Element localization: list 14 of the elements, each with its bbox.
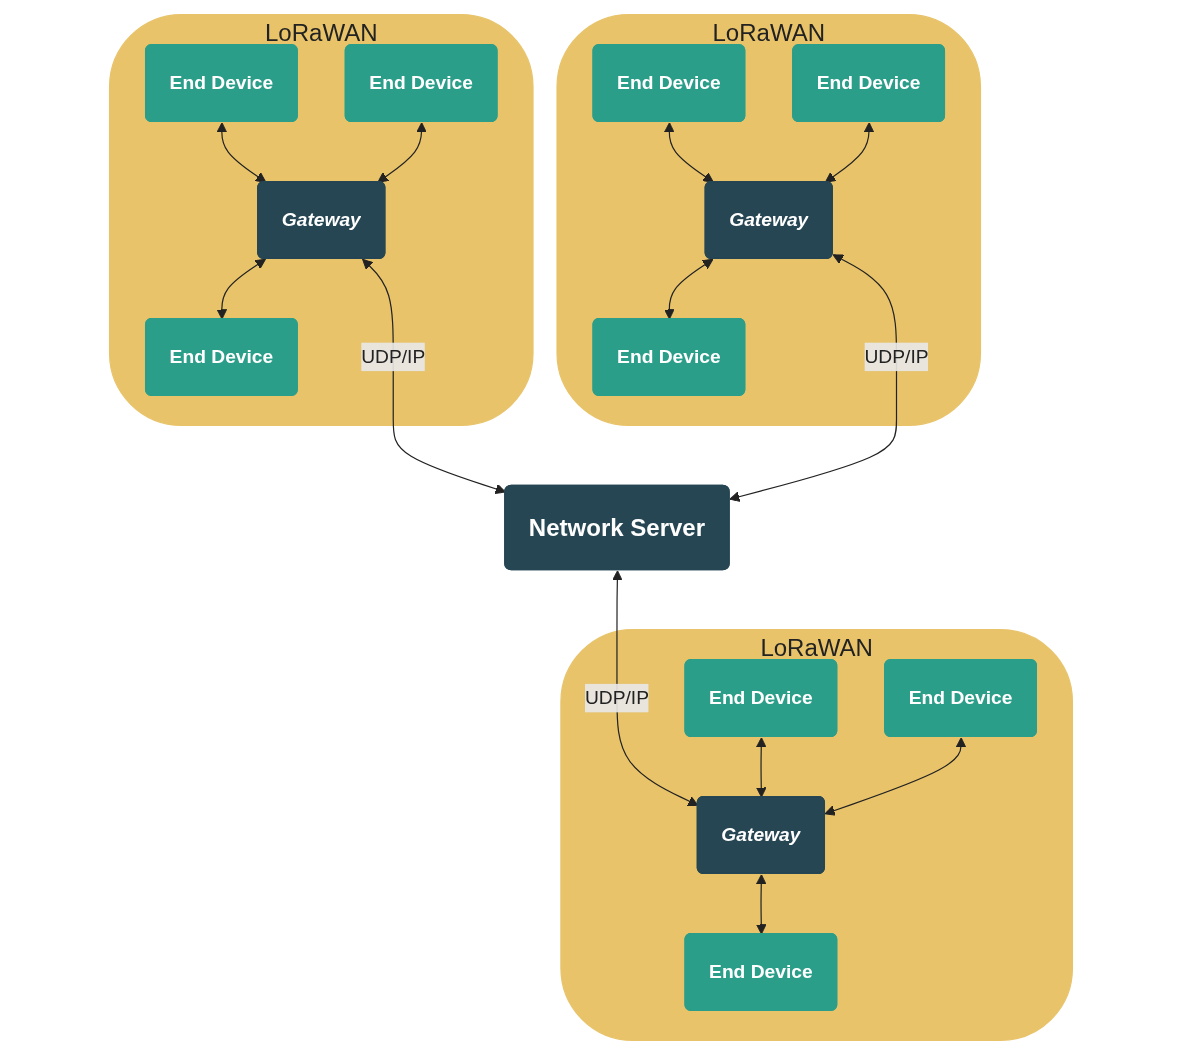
arrow <box>824 122 875 183</box>
arrow <box>664 122 714 183</box>
edge-label: UDP/IP <box>361 346 426 367</box>
arrow <box>729 254 898 502</box>
edge-label: UDP/IP <box>864 346 929 367</box>
arrow <box>756 737 767 798</box>
arrow <box>362 258 506 495</box>
edge-label: UDP/IP <box>584 687 649 708</box>
arrow <box>216 122 267 183</box>
arrow <box>664 258 714 320</box>
arrow <box>756 874 767 935</box>
arrow <box>377 122 427 183</box>
arrow <box>216 258 266 320</box>
arrow <box>824 737 967 816</box>
